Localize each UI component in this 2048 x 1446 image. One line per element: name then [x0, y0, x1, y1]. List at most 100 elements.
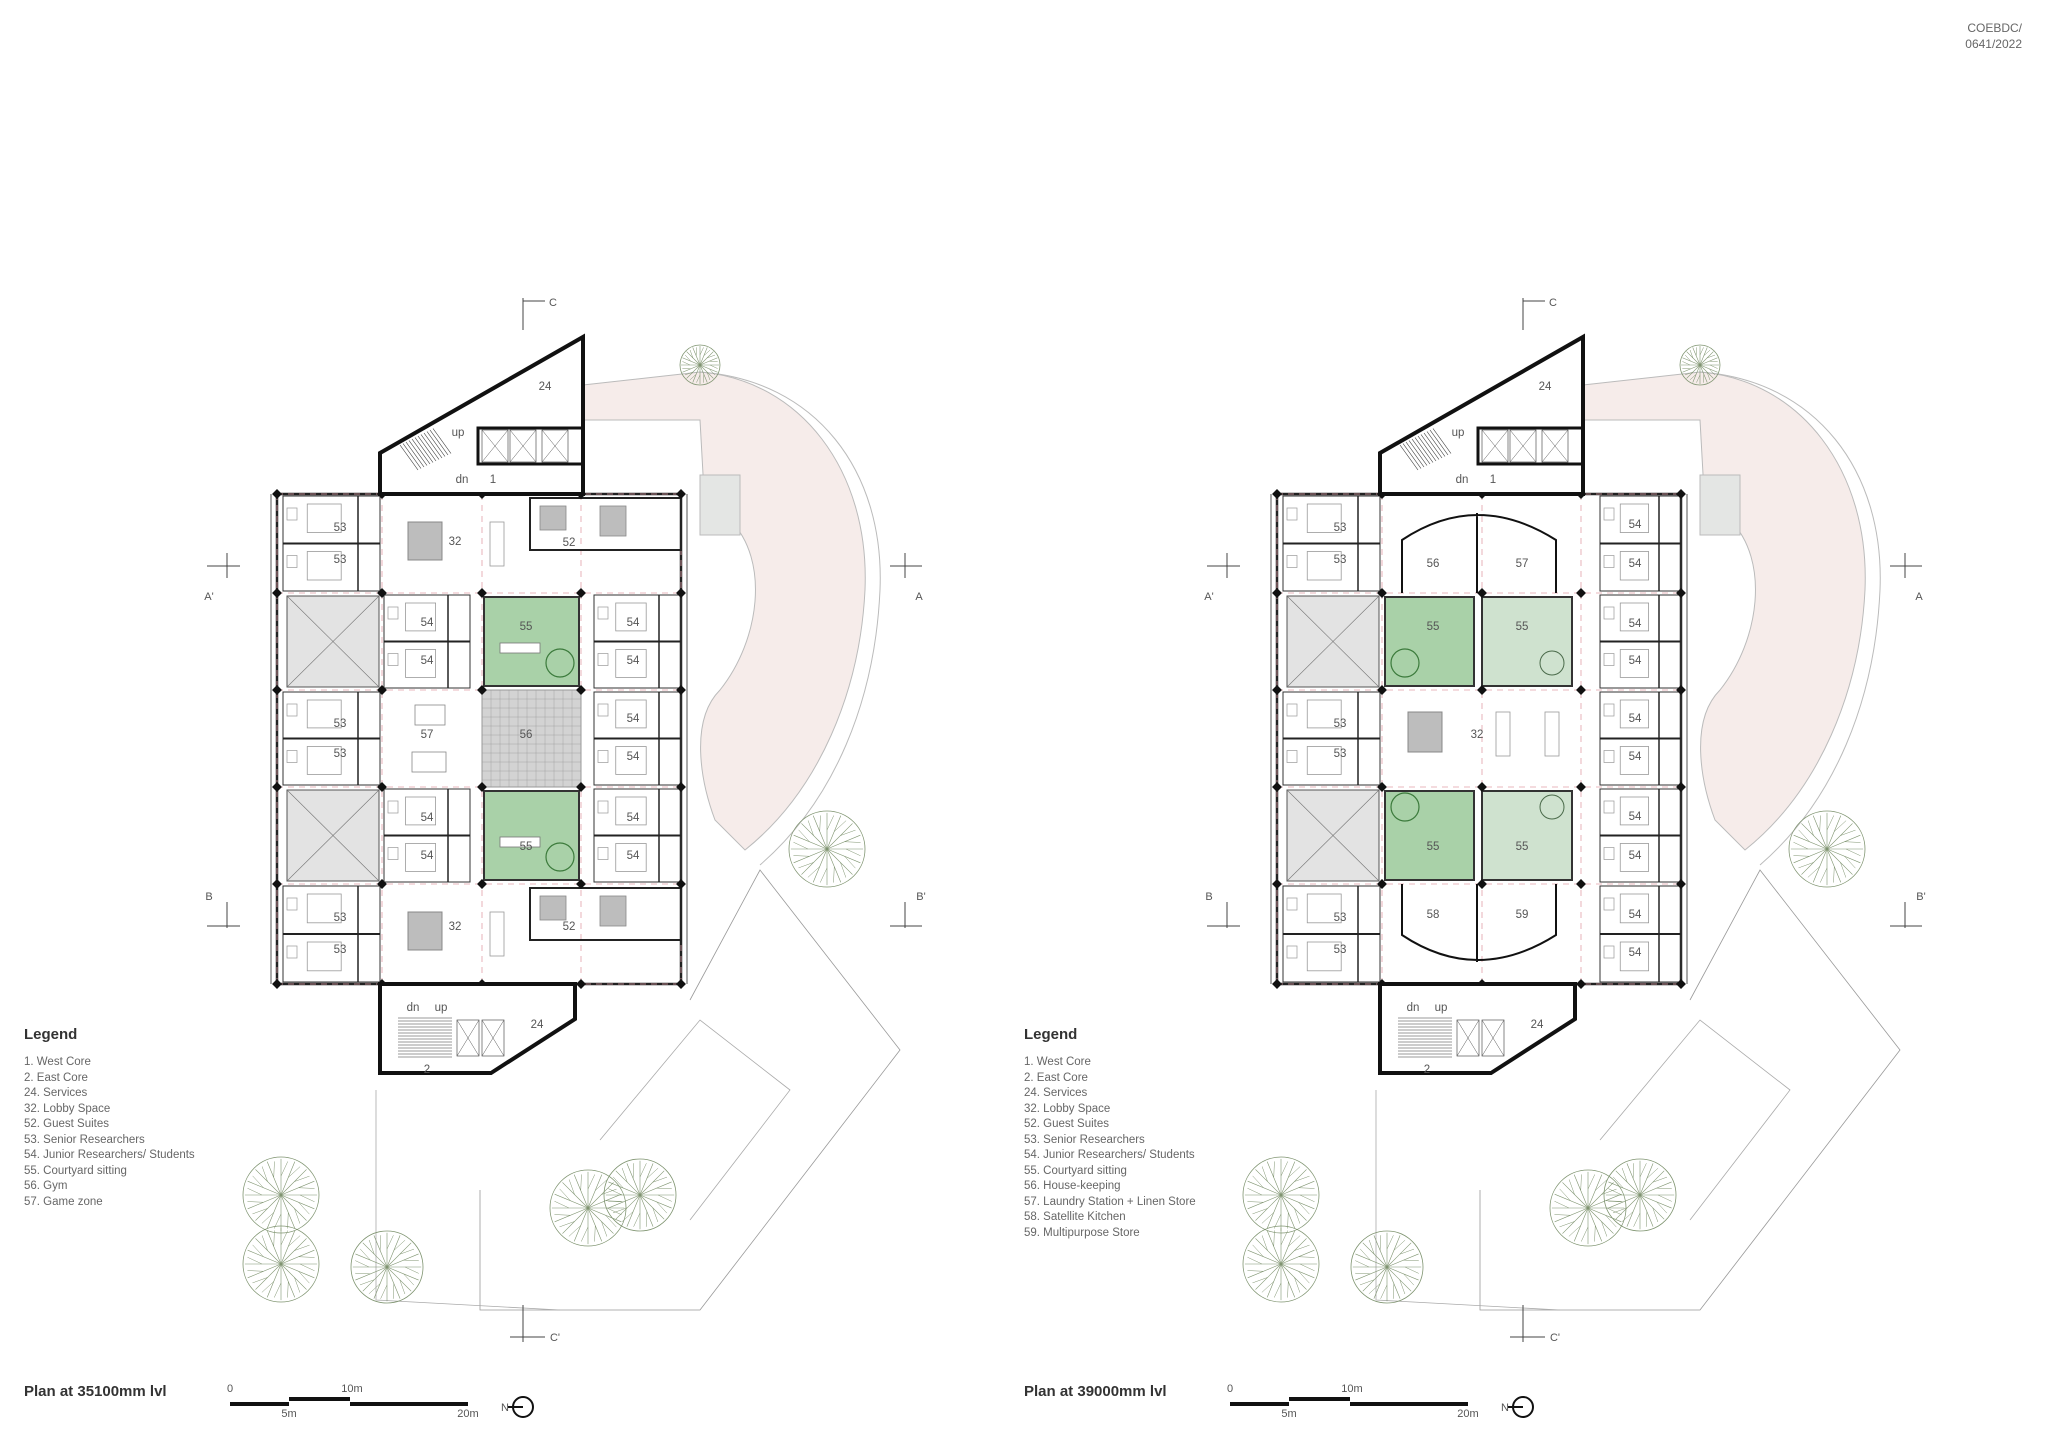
tree-branch: [686, 351, 701, 366]
room-label: 54: [627, 751, 640, 763]
tree-canopy: [1603, 1158, 1677, 1232]
room-label: 54: [1629, 751, 1642, 763]
tree-branch: [1362, 1266, 1388, 1292]
column-marker: [272, 879, 282, 889]
tree-branch: [844, 856, 856, 869]
tree-branch: [1554, 1207, 1589, 1223]
tree-branch: [1261, 1212, 1274, 1224]
bed-icon: [539, 895, 567, 921]
tree-branch: [1845, 848, 1861, 857]
legend-title: Legend: [1024, 1026, 1078, 1043]
tree-branch: [1380, 1284, 1388, 1299]
lift-icon: [1456, 1019, 1480, 1057]
tree-branch: [645, 1211, 648, 1227]
lift-icon: [509, 429, 537, 463]
tree-branch: [626, 1163, 641, 1196]
tree-branch: [1386, 1266, 1401, 1299]
tree-branch: [1652, 1176, 1668, 1183]
tree-branch: [287, 1212, 289, 1229]
section-marker-label: B': [1916, 891, 1925, 903]
tree-branch: [801, 848, 828, 875]
tree-branch: [587, 1207, 614, 1234]
scale-segment: [1289, 1397, 1350, 1401]
stair-tread: [1408, 440, 1428, 466]
bed-icon: [405, 796, 437, 826]
stair-tread: [1423, 432, 1443, 459]
legend-item: 59. Multipurpose Store: [1024, 1226, 1140, 1239]
tree-branch: [682, 357, 701, 366]
column-marker: [477, 588, 487, 598]
legend-item: 2. East Core: [1024, 1071, 1088, 1084]
tree-branch: [706, 371, 711, 381]
bed-icon: [306, 503, 342, 533]
tree-branch: [386, 1266, 419, 1281]
tree-branch: [1684, 371, 1694, 376]
chair-icon: [1286, 703, 1298, 717]
tree-branch: [699, 357, 718, 366]
lift-icon: [456, 1019, 480, 1057]
lift-icon: [1481, 429, 1509, 463]
tree-branch: [1801, 823, 1828, 850]
tree-branch: [1247, 1256, 1263, 1265]
room-label: 57: [1516, 558, 1529, 570]
room-label: 55: [1516, 621, 1529, 633]
tree-branch: [1807, 820, 1814, 836]
column-marker: [676, 489, 686, 499]
tree-branch: [1298, 1202, 1310, 1215]
tree-branch: [1362, 1242, 1388, 1268]
legend-item: 56. Gym: [24, 1180, 68, 1192]
tree-branch: [684, 354, 691, 362]
column-marker: [1477, 685, 1487, 695]
column-marker: [477, 782, 487, 792]
tree-branch: [298, 1271, 310, 1284]
tree-branch: [819, 815, 821, 832]
tree-branch: [1403, 1259, 1419, 1262]
scale-segment: [289, 1397, 350, 1401]
column-marker: [1676, 879, 1686, 889]
column-marker: [676, 879, 686, 889]
tree-branch: [1606, 1207, 1622, 1216]
tree-branch: [605, 1215, 617, 1228]
tree-branch: [1689, 374, 1697, 381]
tree-branch: [1826, 848, 1861, 864]
scale-tick-label: 20m: [1457, 1408, 1478, 1420]
tree-branch: [1573, 1207, 1589, 1242]
legend-item: 2. East Core: [24, 1071, 88, 1084]
tree-branch: [559, 1221, 575, 1228]
tree-icon: [679, 344, 721, 386]
section-marker-label: C: [1549, 297, 1557, 309]
room-label: 56: [520, 729, 533, 741]
column-marker: [477, 879, 487, 889]
lift-cross: [481, 1019, 505, 1057]
tree-branch: [294, 1175, 310, 1182]
tree-branch: [1615, 1170, 1641, 1196]
tree-branch: [656, 1187, 672, 1190]
chair-icon: [387, 606, 399, 620]
tree-canopy: [1679, 344, 1721, 386]
chair-icon: [597, 606, 609, 620]
bed-icon: [615, 602, 647, 632]
room-label: 55: [520, 841, 533, 853]
tree-branch: [294, 1208, 301, 1224]
tree-branch: [826, 834, 861, 850]
tree-branch: [1682, 364, 1701, 373]
room-label: 54: [1629, 519, 1642, 531]
tree-branch: [1298, 1271, 1310, 1284]
tree-branch: [587, 1207, 603, 1242]
tree-branch: [1844, 856, 1856, 869]
tree-branch: [1252, 1175, 1264, 1188]
room-label: 24: [1539, 381, 1552, 393]
bed-icon: [1306, 893, 1342, 924]
tree-branch: [1568, 1179, 1575, 1195]
chair-icon: [597, 653, 609, 666]
tree-branch: [1819, 815, 1821, 832]
stair-tread: [1429, 429, 1449, 456]
tree-branch: [580, 1174, 582, 1191]
bed-icon: [615, 746, 647, 775]
legend-item: 1. West Core: [1024, 1056, 1091, 1068]
chair-icon: [1603, 653, 1615, 666]
tree-branch: [1355, 1260, 1370, 1268]
tree-branch: [605, 1200, 622, 1202]
tree-branch: [608, 1200, 624, 1203]
tree-branch: [793, 855, 810, 857]
